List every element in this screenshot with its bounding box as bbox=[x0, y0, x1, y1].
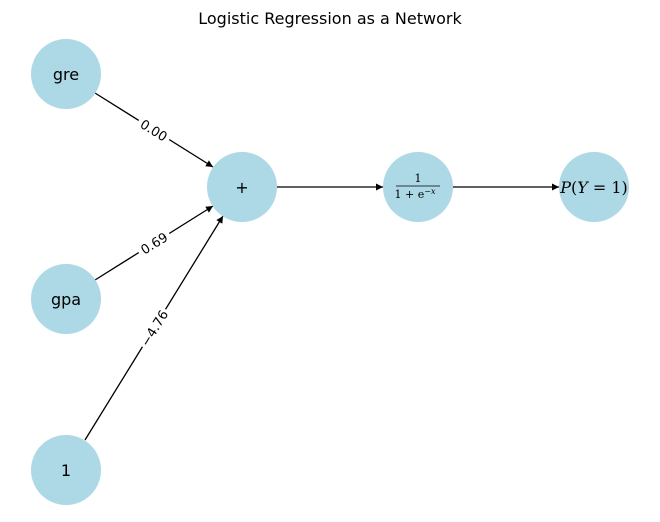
edge-label-gre-sum: 0.00 bbox=[133, 112, 175, 148]
node-label-gre: gre bbox=[53, 65, 79, 84]
node-label-bias: 1 bbox=[61, 461, 71, 480]
node-sum: + bbox=[207, 152, 277, 222]
node-gpa: gpa bbox=[31, 264, 101, 334]
nodes: gre gpa 1 + 1 1 + e−x P(Y = 1) bbox=[31, 39, 629, 505]
diagram-title: Logistic Regression as a Network bbox=[198, 9, 462, 28]
edge-label-bias-sum: −4.76 bbox=[134, 304, 174, 352]
node-gre: gre bbox=[31, 39, 101, 109]
node-output: P(Y = 1) bbox=[559, 152, 629, 222]
sigmoid-numerator: 1 bbox=[415, 172, 422, 185]
node-label-gpa: gpa bbox=[51, 290, 81, 309]
edges bbox=[84, 92, 559, 441]
node-label-sum: + bbox=[235, 178, 248, 197]
edge-label-gpa-sum: 0.69 bbox=[133, 225, 175, 261]
node-label-output: P(Y = 1) bbox=[559, 178, 628, 197]
edge-labels: 0.00 0.69 −4.76 bbox=[133, 112, 175, 352]
sigmoid-denominator: 1 + e−x bbox=[395, 187, 436, 201]
node-bias: 1 bbox=[31, 435, 101, 505]
node-sigmoid: 1 1 + e−x bbox=[383, 152, 453, 222]
